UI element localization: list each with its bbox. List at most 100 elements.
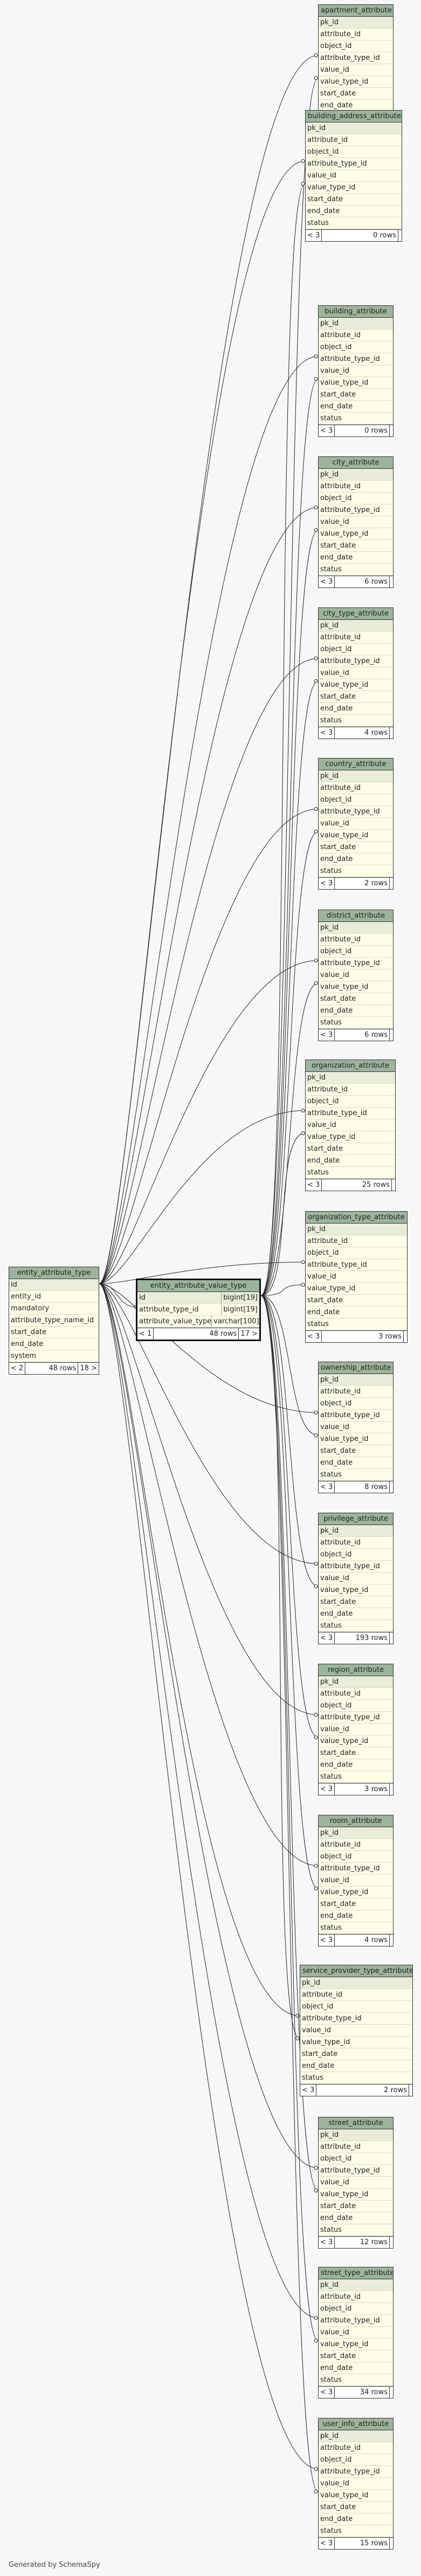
column-start-date: start_date	[319, 1596, 393, 1608]
column-value-id: value_id	[319, 1573, 393, 1584]
child-count	[404, 1331, 407, 1342]
column-value-id: value_id	[306, 1271, 407, 1283]
column-status: status	[319, 413, 393, 425]
column-object-id: object_id	[319, 1851, 393, 1863]
relation-line	[260, 1284, 306, 1296]
relation-line	[99, 1283, 319, 1413]
column-start-date: start_date	[319, 993, 393, 1005]
row-count: 8 rows	[335, 1481, 390, 1493]
column-pk-id: pk_id	[319, 2279, 393, 2291]
table-title: apartment_attribute	[319, 5, 393, 17]
column-status: status	[319, 2525, 393, 2537]
child-count: 18 >	[80, 1364, 97, 1372]
child-count	[390, 2387, 393, 2398]
child-count	[390, 1935, 393, 1946]
relation-end-marker	[314, 2339, 318, 2342]
column-end-date: end_date	[319, 853, 393, 865]
parent-count: < 3	[306, 230, 322, 241]
column-pk-id: pk_id	[319, 318, 393, 330]
row-count: 193 rows	[335, 1632, 390, 1644]
relation-end-marker	[314, 377, 318, 381]
entity-attribute-type-table[interactable]: entity_attribute_type id entity_id manda…	[9, 1267, 99, 1375]
relation-line	[99, 1283, 319, 1715]
table-footer: < 2 48 rows 18 >	[9, 1362, 99, 1374]
column-attribute-id: attribute_id	[319, 1386, 393, 1398]
table-title: organization_attribute	[306, 1060, 395, 1072]
column-value-id: value_id	[319, 1724, 393, 1735]
column-object-id: object_id	[319, 1700, 393, 1712]
row-count: 48 rows	[25, 1363, 79, 1374]
column-attribute-type-id: attribute_type_id	[319, 1712, 393, 1724]
column-status: status	[319, 1469, 393, 1481]
table-title: city_attribute	[319, 457, 393, 469]
relation-line	[99, 960, 319, 1284]
column-attribute-type-id: attribute_type_id	[306, 158, 402, 170]
row-count: 2 rows	[316, 2085, 409, 2096]
column-status: status	[319, 1922, 393, 1934]
column-status: status	[306, 1167, 395, 1179]
column-end-date: end_date	[319, 2362, 393, 2374]
column-value-id: value_id	[319, 2327, 393, 2339]
column-attribute-id: attribute_id	[306, 1084, 395, 1096]
column-start-date: start_date	[319, 2350, 393, 2362]
table-title: country_attribute	[319, 759, 393, 770]
table-footer: < 1 48 rows 17 >	[137, 1328, 259, 1340]
parent-count: < 3	[300, 2085, 317, 2096]
column-attribute-id: attribute_id	[319, 330, 393, 341]
column-pk-id: pk_id	[319, 1525, 393, 1537]
row-count: 25 rows	[322, 1179, 392, 1191]
column-object-id: object_id	[319, 2454, 393, 2466]
column-end-date: end_date	[319, 1759, 393, 1771]
parent-count: < 3	[319, 1632, 335, 1644]
relation-line	[260, 1295, 319, 1738]
relation-end-marker	[314, 1562, 318, 1566]
relation-end-marker	[301, 182, 305, 186]
relation-end-marker	[301, 159, 305, 163]
child-count	[390, 878, 393, 889]
column-attribute-id: attribute_id	[319, 1537, 393, 1549]
column-start-date: start_date	[319, 88, 393, 100]
column-pk-id: pk_id	[319, 17, 393, 29]
relation-end-marker	[314, 1887, 318, 1890]
row-count: 34 rows	[335, 2387, 390, 2398]
column-attribute-id: attribute_id	[319, 1839, 393, 1851]
column-pk-id: pk_id	[300, 1977, 412, 1989]
relation-end-marker	[301, 1260, 305, 1264]
table-title: room_attribute	[319, 1815, 393, 1827]
column-pk-id: pk_id	[319, 1827, 393, 1839]
relation-end-marker	[314, 354, 318, 358]
column-object-id: object_id	[319, 341, 393, 353]
column-value-type-id: value_type_id	[319, 1887, 393, 1898]
parent-count: < 1	[137, 1328, 154, 1340]
column-end-date: end_date	[319, 1005, 393, 1017]
column-attribute-type-id: attribute_type_id	[319, 1863, 393, 1875]
column-value-id: value_id	[319, 2478, 393, 2490]
parent-count: < 3	[306, 1179, 322, 1191]
column-value-type-id: value_type_id	[300, 2037, 412, 2048]
relation-end-marker	[301, 1109, 305, 1112]
relation-end-marker	[314, 2490, 318, 2493]
